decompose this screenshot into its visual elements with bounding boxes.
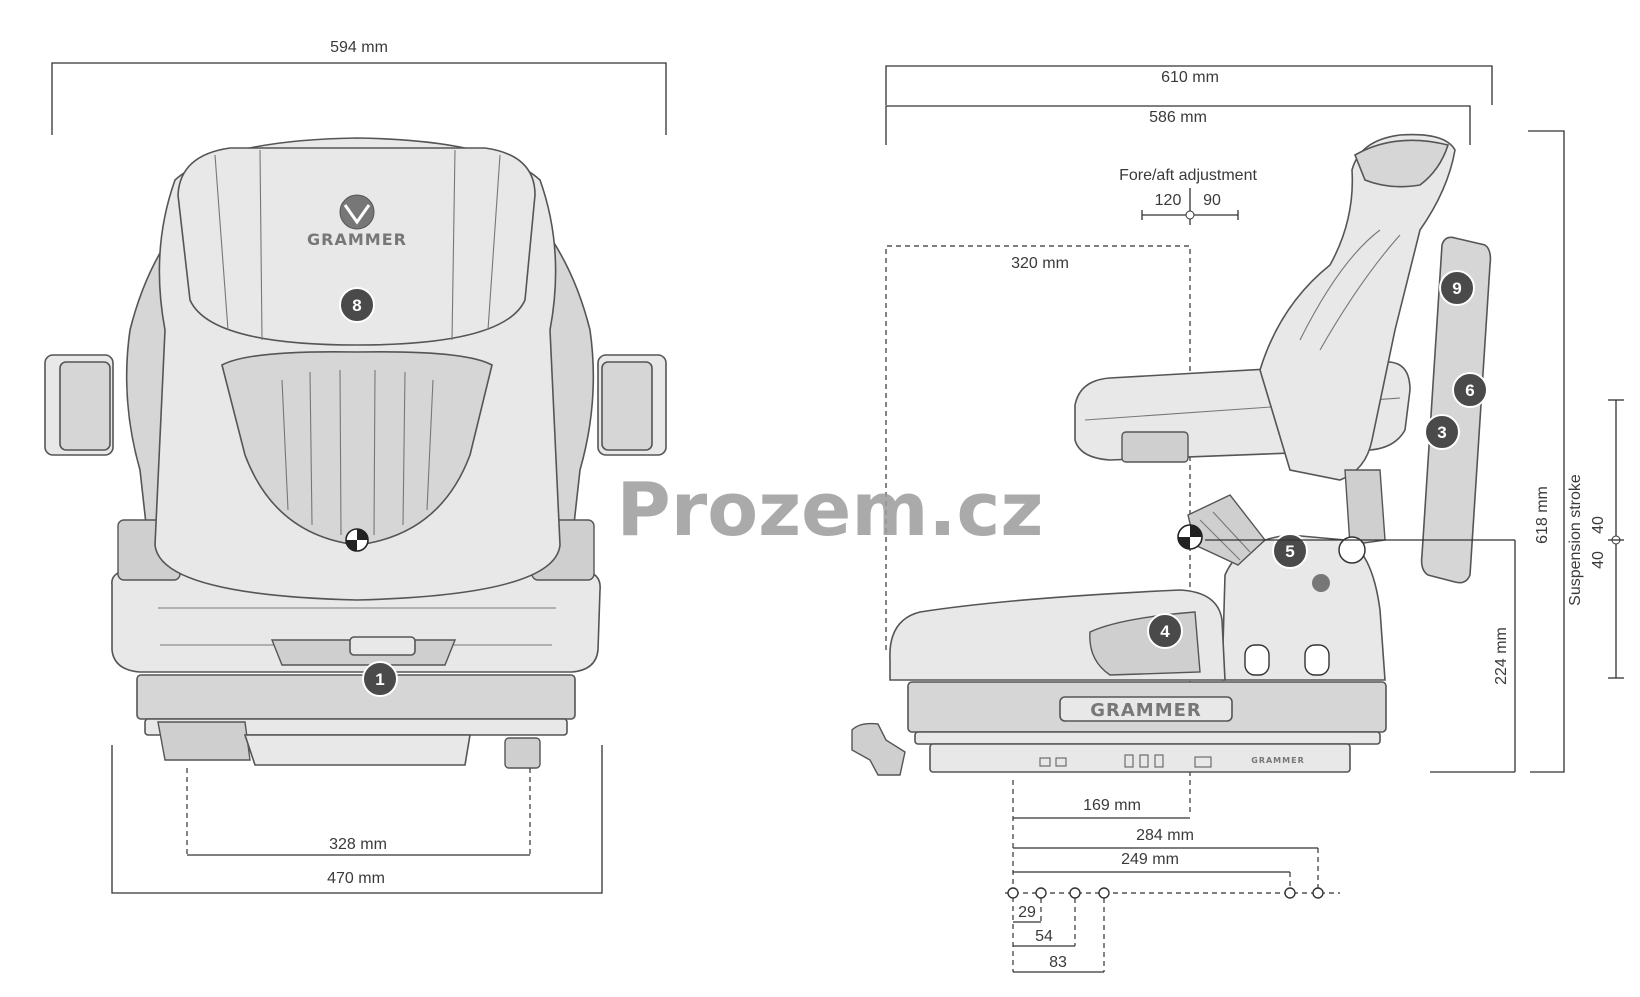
label-610-mm: 610 mm (1161, 69, 1219, 86)
badge-3: 3 (1424, 414, 1460, 450)
suspension-stroke: Suspension stroke 40 40 (1567, 399, 1624, 679)
svg-text:5: 5 (1285, 542, 1294, 561)
label-618-mm: 618 mm (1534, 486, 1551, 544)
suspension-up: 40 (1590, 516, 1607, 534)
badge-5: 5 (1272, 533, 1308, 569)
label-470-mm: 470 mm (327, 870, 385, 887)
fore-aft-title: Fore/aft adjustment (1119, 167, 1257, 184)
badge-8: 8 (339, 287, 375, 323)
dim-base-249: 249 mm (1013, 851, 1291, 892)
fore-aft-back-value: 120 (1155, 192, 1182, 209)
mounting-holes: 29 54 83 (1005, 887, 1340, 973)
label-328-mm: 328 mm (329, 836, 387, 853)
dim-front-594: 594 mm (51, 39, 667, 135)
label-54: 54 (1035, 928, 1053, 945)
label-29: 29 (1018, 904, 1036, 921)
dim-front-328: 328 mm (186, 768, 531, 856)
dim-front-470: 470 mm (111, 745, 603, 894)
front-brand-label: GRAMMER (307, 230, 407, 249)
svg-text:3: 3 (1437, 423, 1446, 442)
badge-6: 6 (1452, 372, 1488, 408)
svg-text:1: 1 (375, 670, 384, 689)
label-594-mm: 594 mm (330, 39, 388, 56)
svg-text:6: 6 (1465, 381, 1474, 400)
label-169-mm: 169 mm (1083, 797, 1141, 814)
svg-text:9: 9 (1452, 279, 1461, 298)
svg-text:8: 8 (352, 296, 361, 315)
front-view: 594 mm (44, 39, 667, 894)
watermark-text: Prozem.cz (617, 467, 1044, 553)
front-seat-drawing: GRAMMER (44, 137, 667, 769)
badge-4: 4 (1147, 613, 1183, 649)
label-249-mm: 249 mm (1121, 851, 1179, 868)
label-320-mm: 320 mm (1011, 255, 1069, 272)
side-brand-label: GRAMMER (1090, 700, 1202, 721)
side-brand-small: GRAMMER (1251, 756, 1304, 765)
label-284-mm: 284 mm (1136, 827, 1194, 844)
suspension-down: 40 (1590, 551, 1607, 569)
badge-1: 1 (362, 661, 398, 697)
svg-text:4: 4 (1160, 622, 1170, 641)
fore-aft-front-value: 90 (1203, 192, 1221, 209)
badge-9: 9 (1439, 270, 1475, 306)
label-586-mm: 586 mm (1149, 109, 1207, 126)
label-83: 83 (1049, 954, 1067, 971)
dim-side-586: 586 mm (885, 105, 1471, 145)
dim-base-169: 169 mm (1012, 780, 1190, 972)
side-view: 610 mm 586 mm Fore/aft adjustment 120 90… (851, 65, 1624, 973)
dim-base-284: 284 mm (1013, 827, 1319, 892)
dim-side-224: 224 mm (1430, 540, 1516, 773)
dim-side-610: 610 mm (885, 65, 1493, 105)
side-seat-drawing: GRAMMER GRAMMER (851, 133, 1492, 776)
suspension-label: Suspension stroke (1567, 474, 1584, 606)
fore-aft-adjustment: Fore/aft adjustment 120 90 (1119, 167, 1257, 225)
label-224-mm: 224 mm (1493, 627, 1510, 685)
dim-side-618: 618 mm (1528, 130, 1565, 773)
